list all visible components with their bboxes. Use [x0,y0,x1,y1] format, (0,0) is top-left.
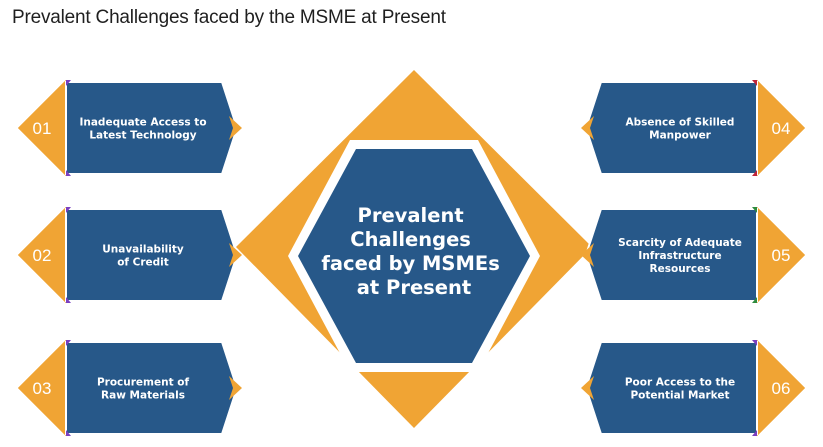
challenge-number: 06 [772,379,791,398]
challenge-label-line: Absence of Skilled [626,117,735,129]
center-line: Prevalent [358,204,464,227]
center-line: at Present [357,276,471,299]
challenge-label-line: Infrastructure [638,250,721,262]
challenge-label-line: Latest Technology [89,130,196,142]
accent-corner [752,430,757,436]
arrow-icon [581,376,594,400]
challenge-label-line: Scarcity of Adequate [618,237,742,249]
challenge-number: 04 [772,119,791,138]
challenge-box [66,82,237,174]
challenge-box-border [584,208,758,302]
challenge-number: 03 [33,379,52,398]
challenge-box-border [65,208,239,302]
center-line: Challenges [350,228,471,251]
challenge-number: 01 [33,119,52,138]
challenge-box-border [65,341,239,435]
accent-corner [66,170,71,176]
number-tab-fill [18,207,66,303]
challenge-box-border [65,81,239,175]
challenge-box-border [584,81,758,175]
accent-corner [66,207,71,213]
challenge-label-line: Potential Market [630,390,729,402]
challenge-label-line: Raw Materials [101,390,185,402]
accent-corner [752,297,757,303]
accent-corner [752,80,757,86]
arrow-icon [581,243,594,267]
challenge-label-line: Procurement of [97,377,190,389]
number-tab-fill [18,340,66,436]
challenge-label-line: Manpower [649,130,712,142]
center-label: Prevalent Challenges faced by MSMEs at P… [321,204,506,299]
challenge-box [586,342,757,434]
accent-corner [752,340,757,346]
challenge-label-line: Resources [650,263,711,275]
accent-corner [66,80,71,86]
center-line: faced by MSMEs [321,252,499,275]
challenge-number: 02 [33,246,52,265]
arrow-icon [229,243,242,267]
challenge-label-line: Inadequate Access to [79,117,206,129]
challenge-box [66,342,237,434]
page-title: Prevalent Challenges faced by the MSME a… [12,7,446,28]
number-tab-fill [18,80,66,176]
challenge-label-line: of Credit [117,257,169,269]
number-tab-fill [757,207,805,303]
challenge-label-line: Poor Access to the [625,377,735,389]
accent-corner [66,340,71,346]
number-tab-fill [757,340,805,436]
challenge-box [586,82,757,174]
accent-corner [66,297,71,303]
challenge-box-border [584,341,758,435]
challenge-box [586,209,757,301]
center-hexagon [298,149,530,363]
arrow-icon [229,116,242,140]
accent-corner [752,207,757,213]
challenge-label-line: Unavailability [102,244,184,256]
accent-corner [66,430,71,436]
challenge-number: 05 [772,246,791,265]
challenge-box [66,209,237,301]
accent-corner [752,170,757,176]
number-tab-fill [757,80,805,176]
arrow-icon [581,116,594,140]
arrow-icon [229,376,242,400]
